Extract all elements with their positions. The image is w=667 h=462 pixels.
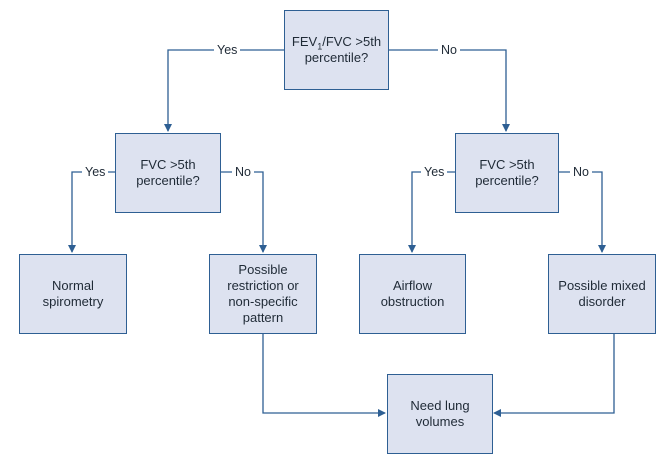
outcome-mixed-line2: disorder [578,294,626,309]
lung-volumes-line2: volumes [415,414,465,429]
lung-volumes-line1: Need lung [410,398,470,413]
edge-label-right-no: No [570,165,592,179]
left-decision-line1: FVC >5th [140,157,196,172]
outcome-restriction-line3: non-specific [228,294,298,309]
outcome-normal-line1: Normal [52,278,94,293]
edge-right-yes [408,171,455,253]
outcome-normal-line2: spirometry [42,294,104,309]
outcome-mixed-box: Possible mixed disorder [548,254,656,334]
lung-volumes-box: Need lung volumes [387,374,493,454]
edge-label-right-yes: Yes [421,165,448,179]
outcome-obstruction-line2: obstruction [380,294,445,309]
edge-mixed-to-lung-volumes [493,333,615,417]
edge-root-no [389,49,510,132]
edge-restriction-to-lung-volumes [262,333,386,417]
edge-root-yes [164,49,284,132]
outcome-restriction-line4: pattern [242,310,284,325]
outcome-restriction-line1: Possible [238,262,288,277]
right-decision-line1: FVC >5th [479,157,535,172]
edge-label-root-no: No [438,43,460,57]
outcome-restriction-line2: restriction or [227,278,299,293]
outcome-mixed-line1: Possible mixed [558,278,646,293]
outcome-obstruction-box: Airflow obstruction [359,254,466,334]
outcome-obstruction-line1: Airflow [392,278,432,293]
outcome-restriction-box: Possible restriction or non-specific pat… [209,254,317,334]
edge-label-left-yes: Yes [82,165,109,179]
left-decision-box: FVC >5th percentile? [115,133,221,213]
edge-label-root-yes: Yes [214,43,241,57]
right-decision-line2: percentile? [475,173,539,188]
root-decision-line2: percentile? [304,50,369,65]
edge-right-no [559,171,606,253]
root-decision-box: FEV1/FVC >5th percentile? [284,10,389,90]
right-decision-box: FVC >5th percentile? [455,133,559,213]
edge-label-left-no: No [232,165,254,179]
edge-left-no [221,171,267,253]
left-decision-line2: percentile? [136,173,200,188]
edge-left-yes [68,171,115,253]
root-decision-line1: FEV1/FVC >5th [291,34,382,52]
outcome-normal-box: Normal spirometry [19,254,127,334]
